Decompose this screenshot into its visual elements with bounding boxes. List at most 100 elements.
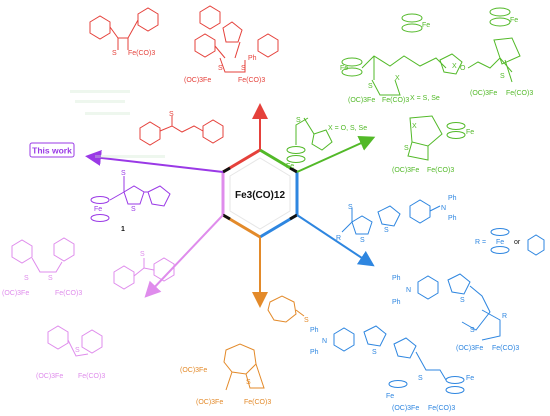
blue3-fe-label: Fe — [466, 375, 474, 382]
pink-s3-label: S — [140, 251, 145, 258]
orange-s-label: S — [304, 317, 309, 324]
blue3-n-label: N — [322, 338, 327, 345]
blue2-r-label: R — [502, 313, 507, 320]
blue-s2-label: S — [360, 237, 365, 244]
green-fe-right-label: Fe — [510, 17, 518, 24]
blue3-fe2-label: Fe — [386, 393, 394, 400]
blue3-ph1-label: Ph — [310, 327, 319, 334]
green-oc3fe-label: (OC)3Fe — [348, 97, 375, 104]
green-top-right-structure — [467, 7, 521, 83]
arrow-top-right — [296, 135, 376, 173]
green-center-s-label: S — [296, 117, 301, 124]
blue2-s2-label: S — [470, 327, 475, 334]
orange-feco3-label: Fe(CO)3 — [244, 399, 271, 406]
blue2-ph2-label: Ph — [392, 299, 401, 306]
pink-oc3fe-label: (OC)3Fe — [2, 290, 29, 297]
purple-fe-label: Fe — [94, 206, 102, 213]
blue-s-label: S — [348, 204, 353, 211]
green-oc3fe2-label: (OC)3Fe — [470, 90, 497, 97]
blue-top-structure — [341, 199, 441, 235]
pink-s2-label: S — [48, 275, 53, 282]
green-right-x-label: X — [412, 123, 417, 130]
this-work-label: This work — [32, 146, 72, 156]
blue3-oc3fe-label: (OC)3Fe — [392, 405, 419, 412]
green-center-structure — [286, 117, 333, 163]
pink-thioketone-structure — [113, 257, 175, 290]
blue-r-definition — [490, 228, 545, 256]
red-fe-label: Fe(CO)3 — [128, 50, 155, 57]
green-s2-label: S — [500, 73, 505, 80]
green-right-feco3-label: Fe(CO)3 — [427, 167, 454, 174]
blue2-oc3fe-label: (OC)3Fe — [456, 345, 483, 352]
blue3-s2-label: S — [418, 375, 423, 382]
blue-or-label: or — [514, 239, 521, 246]
red-feco3-label: Fe(CO)3 — [238, 77, 265, 84]
red-mid-s-label: S — [169, 111, 174, 118]
orange-oc3fe-label: (OC)3Fe — [180, 367, 207, 374]
compound-number-label: 1 — [121, 226, 125, 233]
green-x-label: X — [395, 75, 400, 82]
green-xeq-label: X = S, Se — [410, 95, 440, 102]
blue-r-eq-label: R = — [475, 239, 486, 246]
orange-product-structure — [223, 343, 265, 391]
blue2-ph1-label: Ph — [392, 275, 401, 282]
purple-s-label: S — [121, 170, 126, 177]
blue3-ph2-label: Ph — [310, 349, 319, 356]
blue-middle-structure — [417, 273, 501, 341]
red-top-left-structure — [89, 7, 159, 50]
pink-s1-label: S — [24, 275, 29, 282]
blue3-feco3-label: Fe(CO)3 — [428, 405, 455, 412]
pink-feco3-2-label: Fe(CO)3 — [78, 373, 105, 380]
orange-oc3fe2-label: (OC)3Fe — [196, 399, 223, 406]
blue-fe-label: Fe — [496, 239, 504, 246]
purple-s2-label: S — [131, 206, 136, 213]
blue-r-label: R — [336, 235, 341, 242]
green-s-label: S — [368, 83, 373, 90]
green-x2-label: X — [452, 63, 457, 70]
green-right-structure — [407, 115, 466, 161]
green-o-label: O — [460, 65, 466, 72]
green-center-xeq-label: X = O, S, Se — [328, 125, 367, 132]
blue-n-label: N — [441, 205, 446, 212]
central-hexagon — [221, 148, 299, 239]
blue-ph1-label: Ph — [448, 195, 457, 202]
blue2-n-label: N — [406, 287, 411, 294]
orange-thiotropone-structure — [267, 295, 305, 323]
blue-ph2-label: Ph — [448, 215, 457, 222]
blue2-feco3-label: Fe(CO)3 — [492, 345, 519, 352]
green-right-fe-label: Fe — [466, 129, 474, 136]
green-top-left-structure — [341, 13, 463, 96]
blue2-s-label: S — [460, 297, 465, 304]
pink-feco3-label: Fe(CO)3 — [55, 290, 82, 297]
this-work-box — [29, 142, 75, 158]
red-thioketone-structure — [139, 116, 224, 146]
arrow-bottom-right — [296, 214, 375, 267]
pink-bottom-structure — [47, 325, 103, 357]
orange-s2-label: S — [246, 379, 251, 386]
blue3-s-label: S — [372, 349, 377, 356]
arrow-top-left — [85, 149, 224, 173]
red-ph-label: Ph — [248, 55, 257, 62]
pink-s4-label: S — [75, 347, 80, 354]
pink-oc3fe2-label: (OC)3Fe — [36, 373, 63, 380]
green-feco3-label: Fe(CO)3 — [382, 97, 409, 104]
red-s2-label: S — [241, 65, 246, 72]
green-fe-left-label: Fe — [340, 65, 348, 72]
red-s1-label: S — [218, 65, 223, 72]
red-top-center-structure — [194, 5, 279, 73]
green-fe-top-label: Fe — [422, 22, 430, 29]
center-reagent-label: Fe3(CO)12 — [235, 190, 285, 201]
green-right-oc3fe-label: (OC)3Fe — [392, 167, 419, 174]
blue-s3-label: S — [384, 227, 389, 234]
arrow-bottom-left — [144, 214, 224, 298]
red-oc3fe-label: (OC)3Fe — [184, 77, 211, 84]
green-right-s-label: S — [404, 145, 409, 152]
purple-compound-1 — [90, 176, 171, 222]
green-feco3-2-label: Fe(CO)3 — [506, 90, 533, 97]
background-blur — [70, 90, 165, 158]
pink-top-structure — [11, 237, 75, 273]
blue-bottom-structure — [333, 325, 465, 394]
red-s-label: S — [112, 50, 117, 57]
